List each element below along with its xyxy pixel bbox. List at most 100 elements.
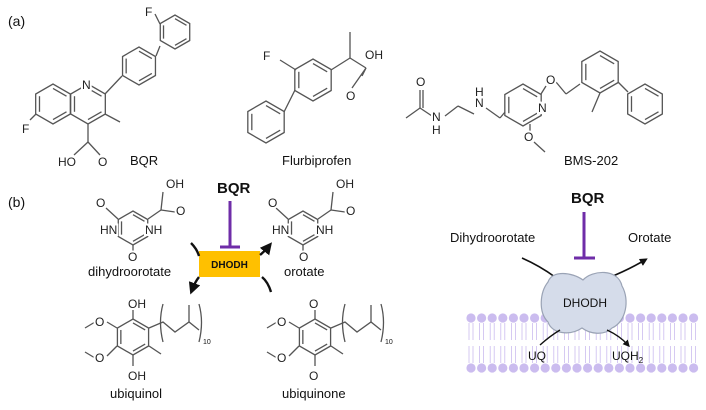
atom-label: O (268, 196, 277, 210)
atom-label: H (475, 85, 484, 99)
bond (104, 113, 121, 123)
atom-label: O (176, 204, 185, 218)
double-bond (265, 105, 281, 115)
lipid-head (614, 363, 625, 373)
ring (116, 318, 150, 356)
double-bond (132, 343, 146, 352)
double-bond (599, 55, 615, 65)
lipid-head (625, 363, 635, 373)
lipid-head (625, 313, 635, 323)
ubiquinol-name: ubiquinol (110, 386, 162, 401)
lipid-tail (479, 323, 484, 363)
bqr-structure: N F F HO O BQR (20, 3, 158, 171)
lipid-head (540, 363, 550, 373)
double-bond (522, 112, 538, 122)
lipid-head (678, 363, 688, 373)
flurbiprofen-structure: F OH O Flurbiprofen (261, 46, 385, 168)
bond (106, 345, 118, 357)
lipid-head (508, 363, 518, 373)
double-bond (132, 322, 146, 331)
lipid-head (604, 363, 614, 373)
atom-label: OH (365, 48, 383, 62)
atom-label: OH (336, 177, 354, 191)
atom-label: O (95, 351, 104, 365)
lipid-tail (489, 323, 495, 363)
bond (330, 321, 382, 333)
substrate-arrow (521, 257, 556, 278)
lipid-tail (532, 323, 537, 363)
lipid-head (593, 363, 603, 373)
double-bond (174, 18, 187, 26)
atom-label: N (82, 78, 91, 92)
double-bond (522, 88, 538, 98)
quinone-arc (261, 276, 273, 293)
lipid-head (646, 313, 656, 323)
lipid-head (530, 313, 540, 323)
atom-label: O (128, 250, 137, 264)
atom-label: F (22, 122, 29, 136)
ring (247, 100, 285, 144)
double-bond (312, 63, 328, 73)
bond (84, 321, 96, 329)
lipid-head (487, 363, 497, 373)
bond (266, 321, 278, 329)
bond (154, 13, 161, 25)
membrane-inhibitor-label: BQR (571, 190, 605, 207)
bond (565, 83, 581, 95)
uq-arrow (539, 329, 561, 346)
lipid-head (667, 313, 678, 323)
bond (617, 81, 629, 93)
bond (288, 321, 300, 329)
bond (87, 141, 101, 156)
inhibitor-label: BQR (217, 180, 251, 197)
bond (155, 45, 161, 57)
lipid-tail (648, 323, 654, 363)
lipid-head (689, 363, 699, 373)
uq-label: UQ (528, 349, 546, 363)
bond (84, 351, 96, 359)
bond (148, 321, 200, 333)
ubiquinone-structure: O O O O 10 ubiquinone (275, 295, 393, 401)
atom-label: O (309, 297, 318, 311)
double-bond (314, 343, 328, 352)
bond (160, 209, 176, 213)
bond (330, 345, 344, 355)
bms-202-structure: O N H N H N O O BMS-202 (414, 71, 618, 168)
panel-b-label: (b) (8, 194, 25, 210)
lipid-head (572, 363, 582, 373)
double-bond (52, 111, 67, 121)
lipid-tail (680, 323, 686, 363)
atom-label: O (546, 73, 555, 87)
bond (105, 207, 119, 220)
lipid-tail (511, 323, 516, 363)
inhibition-symbol (220, 201, 240, 249)
atom-label: NH (316, 223, 333, 237)
bond (555, 81, 567, 95)
bracket (198, 303, 203, 343)
compound-name-bms-202: BMS-202 (564, 153, 618, 168)
atom-label: HN (272, 223, 289, 237)
atom-label: OH (166, 177, 184, 191)
lipid-tail (617, 323, 622, 363)
atom-label: O (309, 369, 318, 383)
atom-label: HO (58, 155, 76, 169)
panel-a-label: (a) (8, 13, 25, 29)
bond (351, 67, 367, 89)
bracket (380, 303, 385, 343)
compound-name-bqr: BQR (130, 153, 158, 168)
double-bond (87, 111, 102, 121)
lipid-tail (521, 323, 527, 363)
atom-label: OH (128, 369, 146, 383)
orotate-structure: O OH O HN NH O orotate (266, 175, 357, 279)
lipid-head (636, 313, 646, 323)
bond (330, 209, 346, 213)
uqh2-label: UQH2 (612, 349, 644, 365)
atom-label: O (524, 130, 533, 144)
bond (160, 191, 164, 211)
membrane-inhibition-symbol (574, 212, 595, 260)
dhodh-label: DHODH (211, 260, 248, 271)
orotate-name: orotate (284, 264, 324, 279)
lipid-head (646, 363, 656, 373)
double-bond (265, 129, 281, 139)
